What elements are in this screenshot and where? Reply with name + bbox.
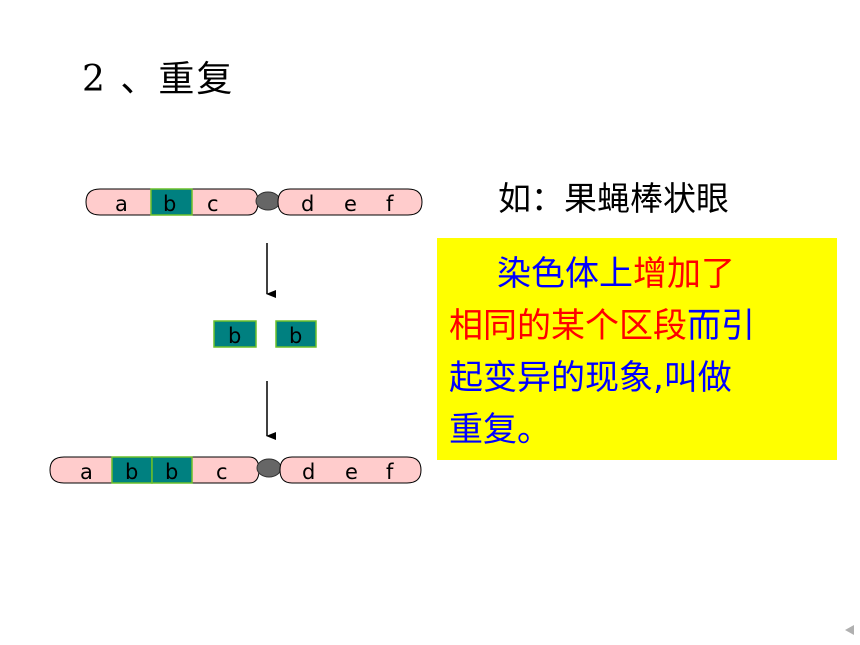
duplicated-fragments: b b <box>213 320 317 348</box>
centromere-duplicated <box>256 458 282 478</box>
fragment-label-2: b <box>289 324 302 348</box>
gene-label-d: d <box>301 192 314 216</box>
gene-label-b1-dup: b <box>125 460 138 484</box>
chromosome-original: a b c d e f <box>85 188 423 216</box>
previous-slide-icon[interactable] <box>845 625 854 635</box>
fragment-b-2 <box>275 320 317 348</box>
gene-label-c: c <box>207 192 219 216</box>
gene-label-a-dup: a <box>80 460 93 484</box>
chromosome-right-arm-duplicated <box>279 456 422 484</box>
gene-label-d-dup: d <box>302 460 315 484</box>
fragment-label-1: b <box>228 324 241 348</box>
slide-title: 2 、重复 <box>82 59 235 100</box>
definition-part-4: 而引 <box>687 306 755 346</box>
gene-label-b: b <box>163 192 176 216</box>
fragment-b-1 <box>213 320 257 348</box>
gene-label-c-dup: c <box>216 460 228 484</box>
centromere <box>255 191 281 211</box>
gene-label-b2-dup: b <box>165 460 178 484</box>
definition-part-2: 增加了 <box>633 254 735 294</box>
gene-label-e-dup: e <box>345 460 358 484</box>
gene-label-f: f <box>386 192 394 216</box>
definition-part-3: 相同的某个区段 <box>449 306 687 346</box>
gene-label-f-dup: f <box>386 460 394 484</box>
definition-part-1: 染色体上 <box>497 254 633 294</box>
gene-segment-b-2 <box>151 456 193 484</box>
gene-segment-b <box>150 188 193 216</box>
gene-label-e: e <box>344 192 357 216</box>
example-text: 如：果蝇棒状眼 <box>498 179 729 218</box>
definition-part-5: 起变异的现象,叫做 <box>449 358 732 398</box>
chromosome-duplicated: a b b c d e f <box>49 456 422 484</box>
definition-part-6: 重复。 <box>449 410 551 450</box>
chromosome-right-arm <box>277 188 423 216</box>
gene-label-a: a <box>115 192 128 216</box>
definition-box: 染色体上增加了 相同的某个区段而引 起变异的现象,叫做 重复。 <box>437 238 837 460</box>
